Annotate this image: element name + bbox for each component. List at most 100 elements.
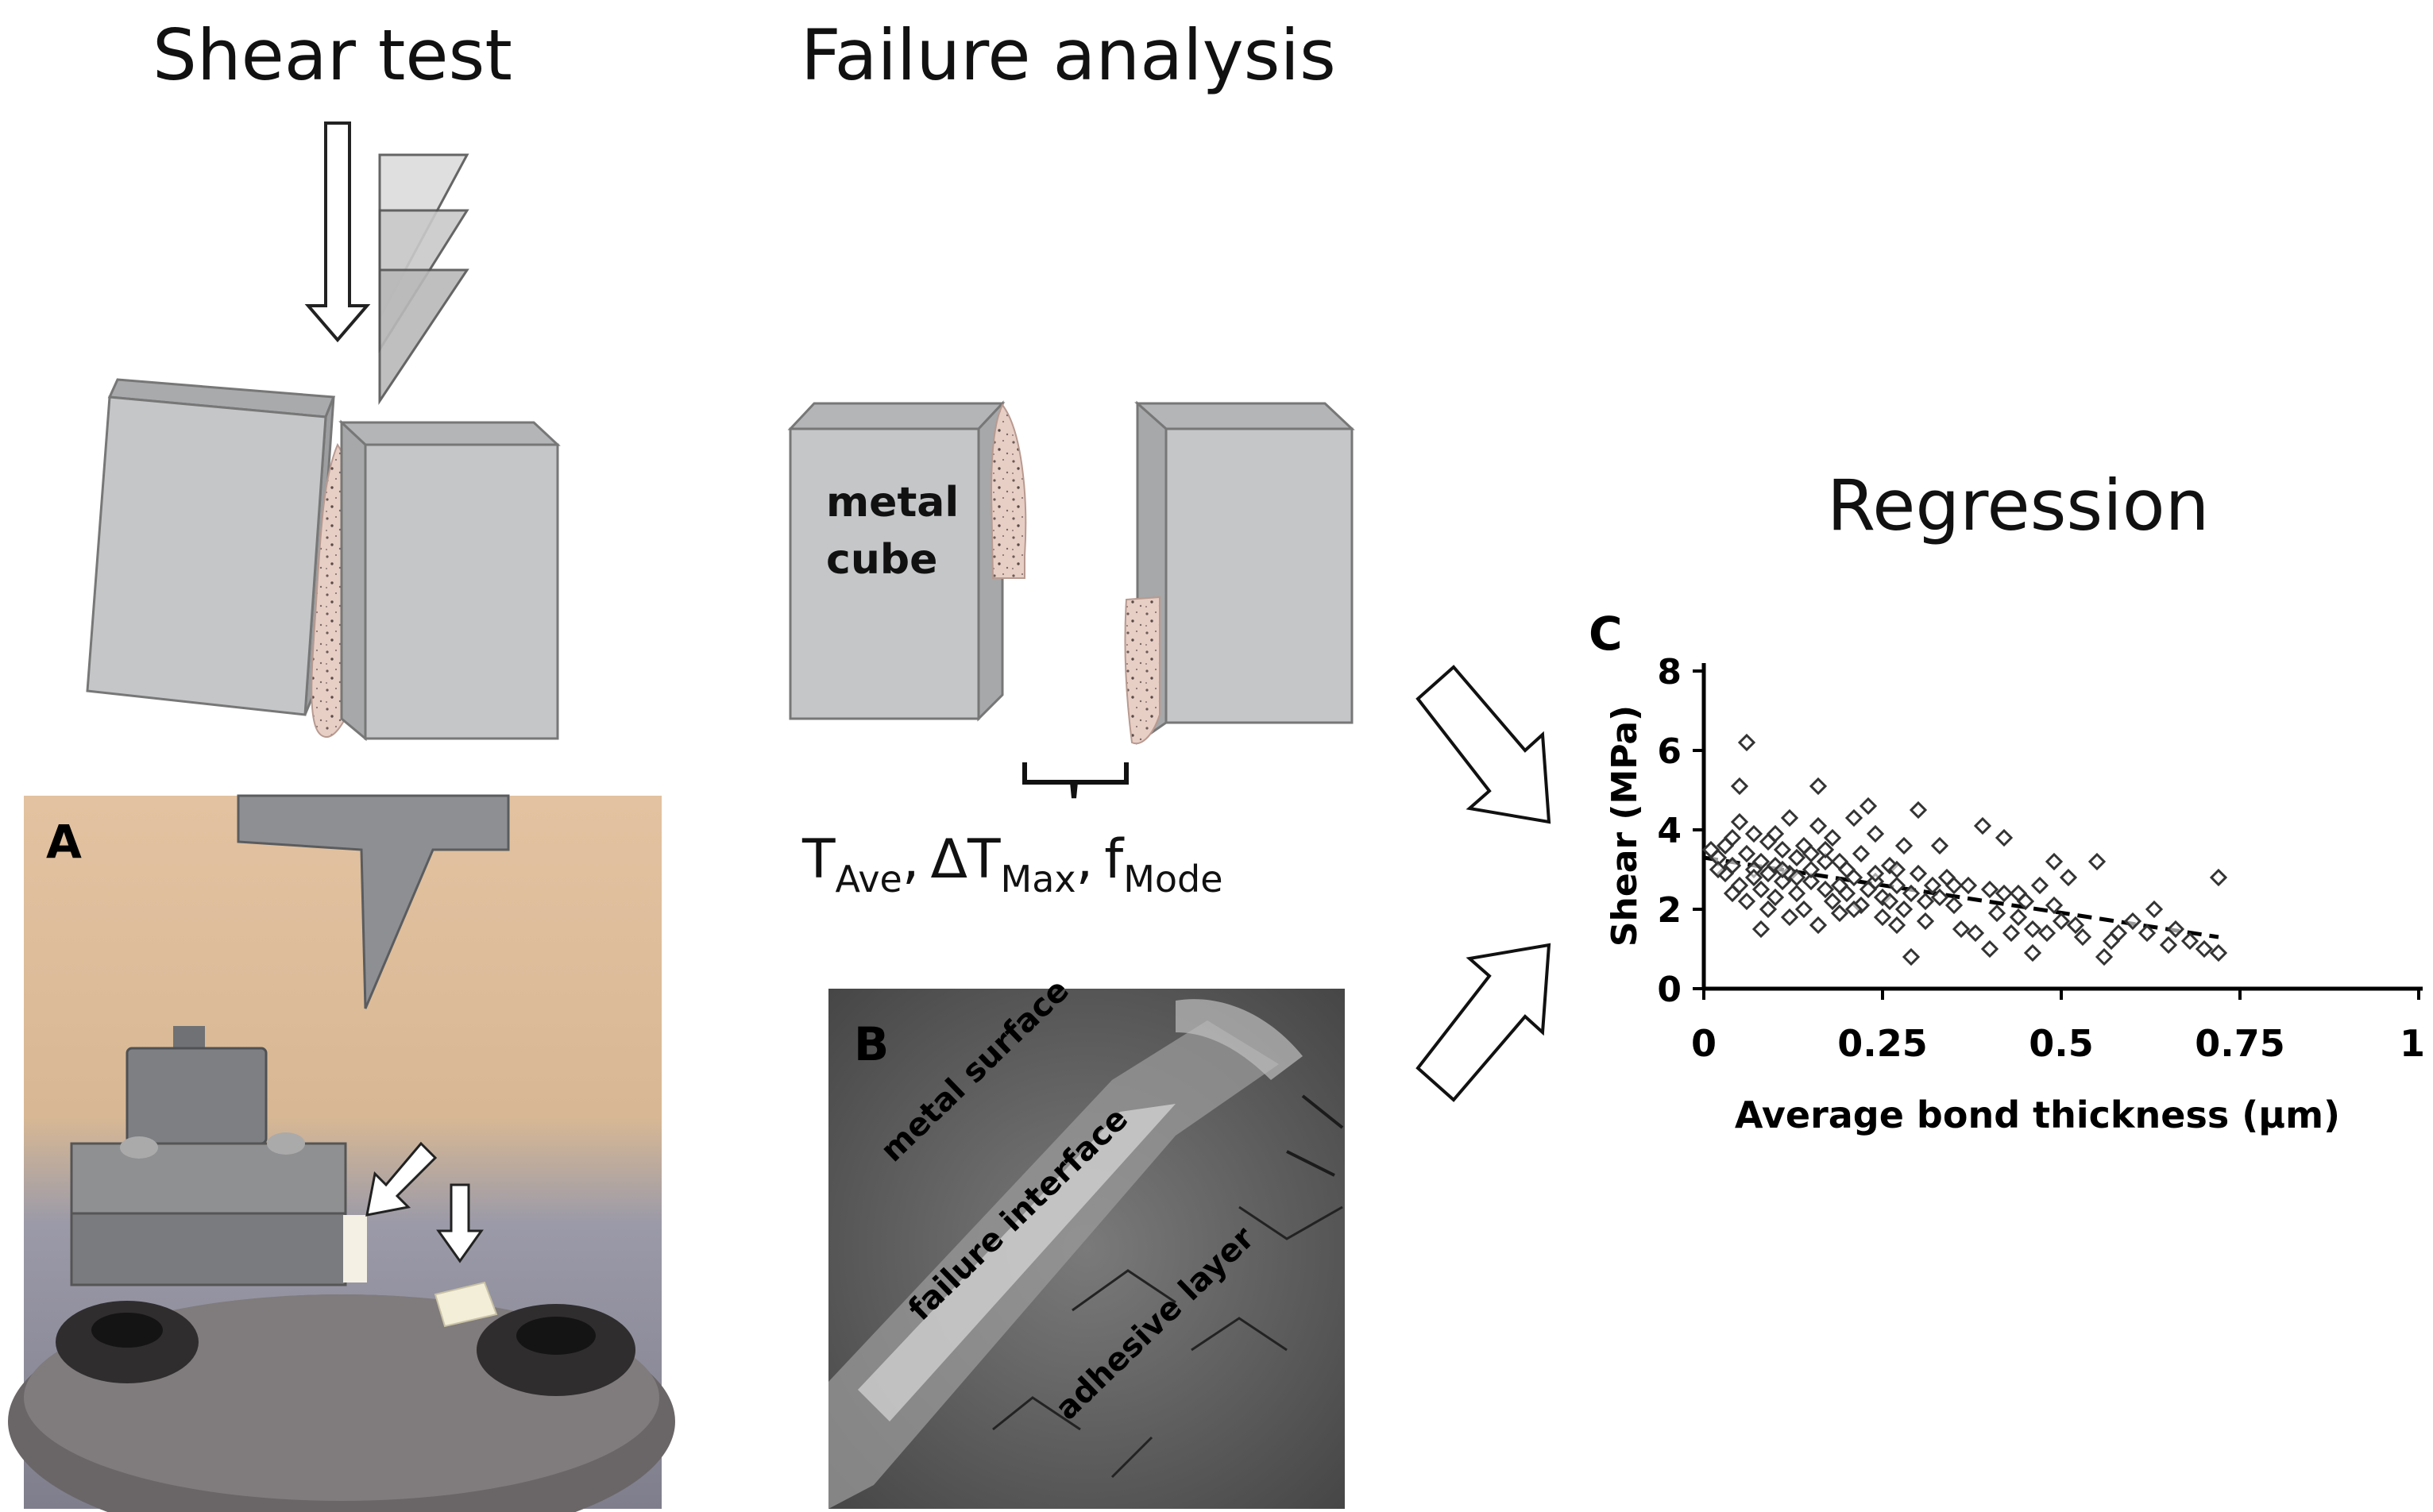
- data-point: [1794, 900, 1813, 919]
- data-point: [2023, 943, 2042, 962]
- sem-image: [828, 989, 1345, 1509]
- data-point: [1894, 900, 1914, 919]
- data-point: [1787, 848, 1806, 867]
- data-point: [2059, 868, 2078, 887]
- panel-label-c: C: [1589, 607, 1623, 661]
- data-point: [1830, 904, 1849, 923]
- data-point: [2045, 896, 2064, 915]
- data-point: [1902, 884, 1921, 903]
- data-point: [1737, 844, 1756, 863]
- measure-max: Max: [1001, 858, 1076, 901]
- data-point: [1723, 828, 1742, 847]
- data-point: [2087, 852, 2107, 871]
- x-axis-label: Average bond thickness (µm): [1735, 1094, 2340, 1136]
- data-point: [1809, 816, 1828, 835]
- data-point: [2145, 900, 2164, 919]
- data-point: [1887, 916, 1906, 935]
- y-tick-label: 2: [1657, 890, 1682, 931]
- data-point: [1823, 828, 1842, 847]
- arrow-to-regression-upper-icon: [1415, 665, 1551, 824]
- data-point: [2045, 852, 2064, 871]
- x-tick-label: 1: [2400, 1022, 2425, 1065]
- data-point: [1909, 800, 1928, 820]
- data-point: [2159, 935, 2178, 955]
- measure-ave: Ave: [836, 858, 902, 901]
- data-point: [2023, 920, 2042, 939]
- data-point: [1773, 840, 1792, 859]
- heading-failure-analysis: Failure analysis: [801, 14, 1336, 96]
- photo-down-arrow-icon: [436, 1183, 484, 1263]
- data-point: [2166, 920, 2185, 939]
- data-point: [1802, 844, 1821, 863]
- data-point: [1916, 912, 1935, 931]
- data-point: [1766, 888, 1785, 907]
- data-point: [2030, 876, 2049, 895]
- data-point: [1730, 812, 1749, 831]
- data-point: [1966, 924, 1985, 943]
- right-metal-cube: [338, 419, 561, 742]
- data-point: [1723, 884, 1742, 903]
- data-point: [2180, 932, 2199, 951]
- data-point: [2195, 939, 2214, 958]
- x-tick-label: 0.25: [1837, 1022, 1928, 1065]
- data-point: [1737, 733, 1756, 752]
- x-tick-label: 0.75: [2195, 1022, 2285, 1065]
- data-point: [1809, 777, 1828, 796]
- heading-regression: Regression: [1827, 465, 2210, 546]
- data-point: [1844, 868, 1863, 887]
- data-point: [1873, 908, 1892, 927]
- down-arrow-icon: [304, 122, 371, 343]
- data-point: [1744, 868, 1763, 887]
- data-point: [1995, 828, 2014, 847]
- data-point: [1766, 824, 1785, 843]
- data-point: [2066, 916, 2085, 935]
- data-point: [2123, 912, 2142, 931]
- data-point: [1987, 904, 2006, 923]
- data-point: [1737, 892, 1756, 911]
- data-point: [1844, 808, 1863, 827]
- data-point: [1894, 836, 1914, 855]
- data-point: [1930, 836, 1949, 855]
- data-point: [1887, 876, 1906, 895]
- data-point: [1909, 864, 1928, 883]
- data-point: [1959, 876, 1978, 895]
- data-point: [1802, 872, 1821, 891]
- measure-sep2: ,: [1076, 828, 1094, 891]
- data-point: [2037, 924, 2056, 943]
- data-point: [1880, 892, 1899, 911]
- panel-label-b: B: [854, 1017, 889, 1071]
- data-point: [1780, 908, 1799, 927]
- failure-measures: TAve,ΔTMax,fMode: [801, 828, 1223, 901]
- data-point: [2138, 924, 2157, 943]
- measure-sep1: ,: [902, 828, 920, 891]
- data-point: [1809, 916, 1828, 935]
- data-point: [1773, 860, 1792, 879]
- data-point: [1751, 852, 1771, 871]
- data-point: [1787, 884, 1806, 903]
- photo-diagonal-arrow-icon: [365, 1141, 438, 1217]
- measure-delta-t: ΔT: [930, 828, 1001, 891]
- x-tick-label: 0: [1691, 1022, 1717, 1065]
- data-point: [2095, 947, 2114, 966]
- data-point: [1952, 920, 1971, 939]
- left-metal-cube: [86, 378, 336, 716]
- heading-shear-test: Shear test: [153, 14, 512, 96]
- cube-label-line2: cube: [826, 536, 937, 584]
- data-point: [1816, 880, 1835, 899]
- data-point: [1802, 860, 1821, 879]
- data-point: [2002, 924, 2021, 943]
- data-point: [2009, 908, 2028, 927]
- data-point: [1816, 840, 1835, 859]
- y-tick-label: 0: [1657, 970, 1682, 1010]
- cube-label-line1: metal: [826, 479, 959, 526]
- data-point: [1823, 892, 1842, 911]
- failure-analysis-schematic: [787, 400, 1355, 799]
- data-point: [1916, 892, 1935, 911]
- data-point: [1902, 947, 1921, 966]
- data-point: [2009, 884, 2028, 903]
- data-point: [1723, 856, 1742, 875]
- data-point: [1780, 808, 1799, 827]
- data-point: [1787, 868, 1806, 887]
